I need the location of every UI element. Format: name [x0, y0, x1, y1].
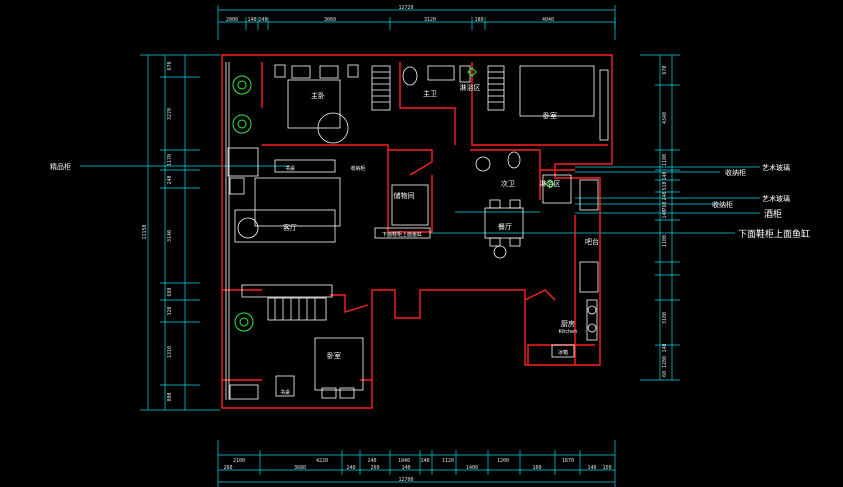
- dim-bottom-overall: 12700: [398, 477, 413, 483]
- dimension-texts: 12720 2000 140 240 3060 3120 180 4040 21…: [142, 5, 668, 483]
- dim-right-segment: 240: [662, 191, 668, 200]
- dim-bottom-segment: 1120: [442, 458, 454, 464]
- callout-storage-2: 收纳柜: [712, 200, 733, 209]
- dim-top-segment: 2000: [226, 17, 238, 23]
- dim-bottom-segment: 140: [587, 465, 596, 471]
- shower-head-icon: [467, 67, 477, 77]
- dim-left-segment: 3270: [167, 108, 173, 120]
- dim-top-segment: 140: [247, 17, 256, 23]
- dim-bottom-segment: 1400: [466, 465, 478, 471]
- plants: [232, 67, 555, 332]
- callout-storage-1: 收纳柜: [725, 168, 746, 177]
- callout-shoe-fish: 下面鞋柜上面鱼缸: [738, 228, 810, 240]
- dim-bottom-segment: 240: [346, 465, 355, 471]
- dim-left-segment: 670: [167, 61, 173, 70]
- dim-right-segment: 1100: [662, 235, 668, 247]
- plant-icon: [237, 119, 247, 129]
- dim-right-segment: 140: [662, 343, 668, 352]
- dim-left-segment: 320: [167, 306, 173, 315]
- dim-bottom-segment: 1040: [398, 458, 410, 464]
- callout-art-glass-1: 艺术玻璃: [762, 163, 790, 172]
- label-bar-counter: 吧台: [585, 237, 599, 246]
- room-labels: 主卧 主卫 淋浴区 卧室 次卫 淋浴区 储物间 客厅 餐厅 吧台 厨房 Kitc…: [280, 83, 599, 396]
- dim-bottom-segment: 260: [370, 465, 379, 471]
- dim-bottom-segment: 140: [420, 458, 429, 464]
- dim-right-segment: 140: [662, 171, 668, 180]
- dim-right-segment: 760: [662, 201, 668, 210]
- label-second-bath: 次卫: [501, 179, 515, 188]
- dim-bottom-segment: 1670: [562, 458, 574, 464]
- dim-bottom-segment: 260: [223, 465, 232, 471]
- label-shoe-fish: 下面鞋柜上面鱼缸: [382, 231, 422, 238]
- dim-right-segment: 1280: [662, 356, 668, 368]
- dim-bottom-segment: 240: [367, 458, 376, 464]
- dim-right-segment: 3180: [662, 312, 668, 324]
- callout-art-glass-2: 艺术玻璃: [762, 194, 790, 203]
- callout-labels: 精品柜 艺术玻璃 收纳柜 艺术玻璃 收纳柜 酒柜 下面鞋柜上面鱼缸: [50, 162, 810, 240]
- dim-top-segment: 4040: [542, 17, 554, 23]
- label-kitchen-en: Kitchen: [559, 329, 578, 335]
- label-fridge: 冰箱: [558, 349, 568, 356]
- walls: [221, 54, 613, 409]
- label-bedroom-ne: 卧室: [543, 111, 557, 120]
- dim-bottom-segment: 4220: [316, 458, 328, 464]
- dim-left-overall: 11150: [142, 224, 148, 239]
- dim-top-segment: 3060: [324, 17, 336, 23]
- label-bedroom-sw: 卧室: [327, 351, 341, 360]
- dimension-lines: [80, 5, 760, 487]
- dim-right-segment: 670: [662, 65, 668, 74]
- dim-bottom-segment: 150: [602, 465, 611, 471]
- dim-right-segment: 4340: [662, 112, 668, 124]
- dim-left-segment: 680: [167, 287, 173, 296]
- dim-left-segment: 3140: [167, 230, 173, 242]
- callout-display-cabinet: 精品柜: [50, 162, 71, 171]
- callout-wine-cabinet: 酒柜: [764, 208, 782, 220]
- dim-left-segment: 800: [167, 392, 173, 401]
- label-master-bath: 主卫: [423, 89, 437, 98]
- dim-right-segment: 140: [662, 209, 668, 218]
- dim-bottom-segment: 160: [532, 465, 541, 471]
- dim-right-segment: 510: [662, 181, 668, 190]
- label-living-room: 客厅: [283, 223, 297, 232]
- label-kitchen: 厨房: [561, 319, 575, 328]
- dim-bottom-segment: 140: [401, 465, 410, 471]
- shower-head-icon: [545, 179, 555, 189]
- label-master-shower: 淋浴区: [460, 83, 481, 92]
- plant-icon: [234, 312, 254, 332]
- label-study-south: 书桌: [280, 389, 290, 396]
- dim-right-segment: 1180: [662, 154, 668, 166]
- dim-right-segment: 60: [662, 371, 668, 377]
- label-second-shower: 淋浴区: [540, 179, 561, 188]
- dim-top-segment: 240: [258, 17, 267, 23]
- dim-bottom-segment: 1200: [497, 458, 509, 464]
- dim-top-overall: 12720: [398, 5, 413, 11]
- plant-icon: [232, 75, 252, 95]
- furniture: [225, 62, 609, 400]
- label-dining-room: 餐厅: [498, 222, 512, 231]
- dim-left-segment: 1310: [167, 346, 173, 358]
- plant-icon: [232, 114, 252, 134]
- label-study-north: 书桌: [285, 165, 295, 172]
- plant-icon: [237, 80, 247, 90]
- dim-left-segment: 240: [167, 175, 173, 184]
- dim-bottom-segment: 3680: [294, 465, 306, 471]
- dim-top-segment: 180: [474, 17, 483, 23]
- dim-left-segment: 1170: [167, 154, 173, 166]
- dim-top-segment: 3120: [424, 17, 436, 23]
- label-storage-cabinet: 收纳柜: [350, 165, 365, 172]
- label-master-bedroom: 主卧: [311, 91, 325, 100]
- plant-icon: [239, 317, 249, 327]
- label-storage-room: 储物间: [394, 191, 415, 200]
- dim-bottom-segment: 2100: [233, 458, 245, 464]
